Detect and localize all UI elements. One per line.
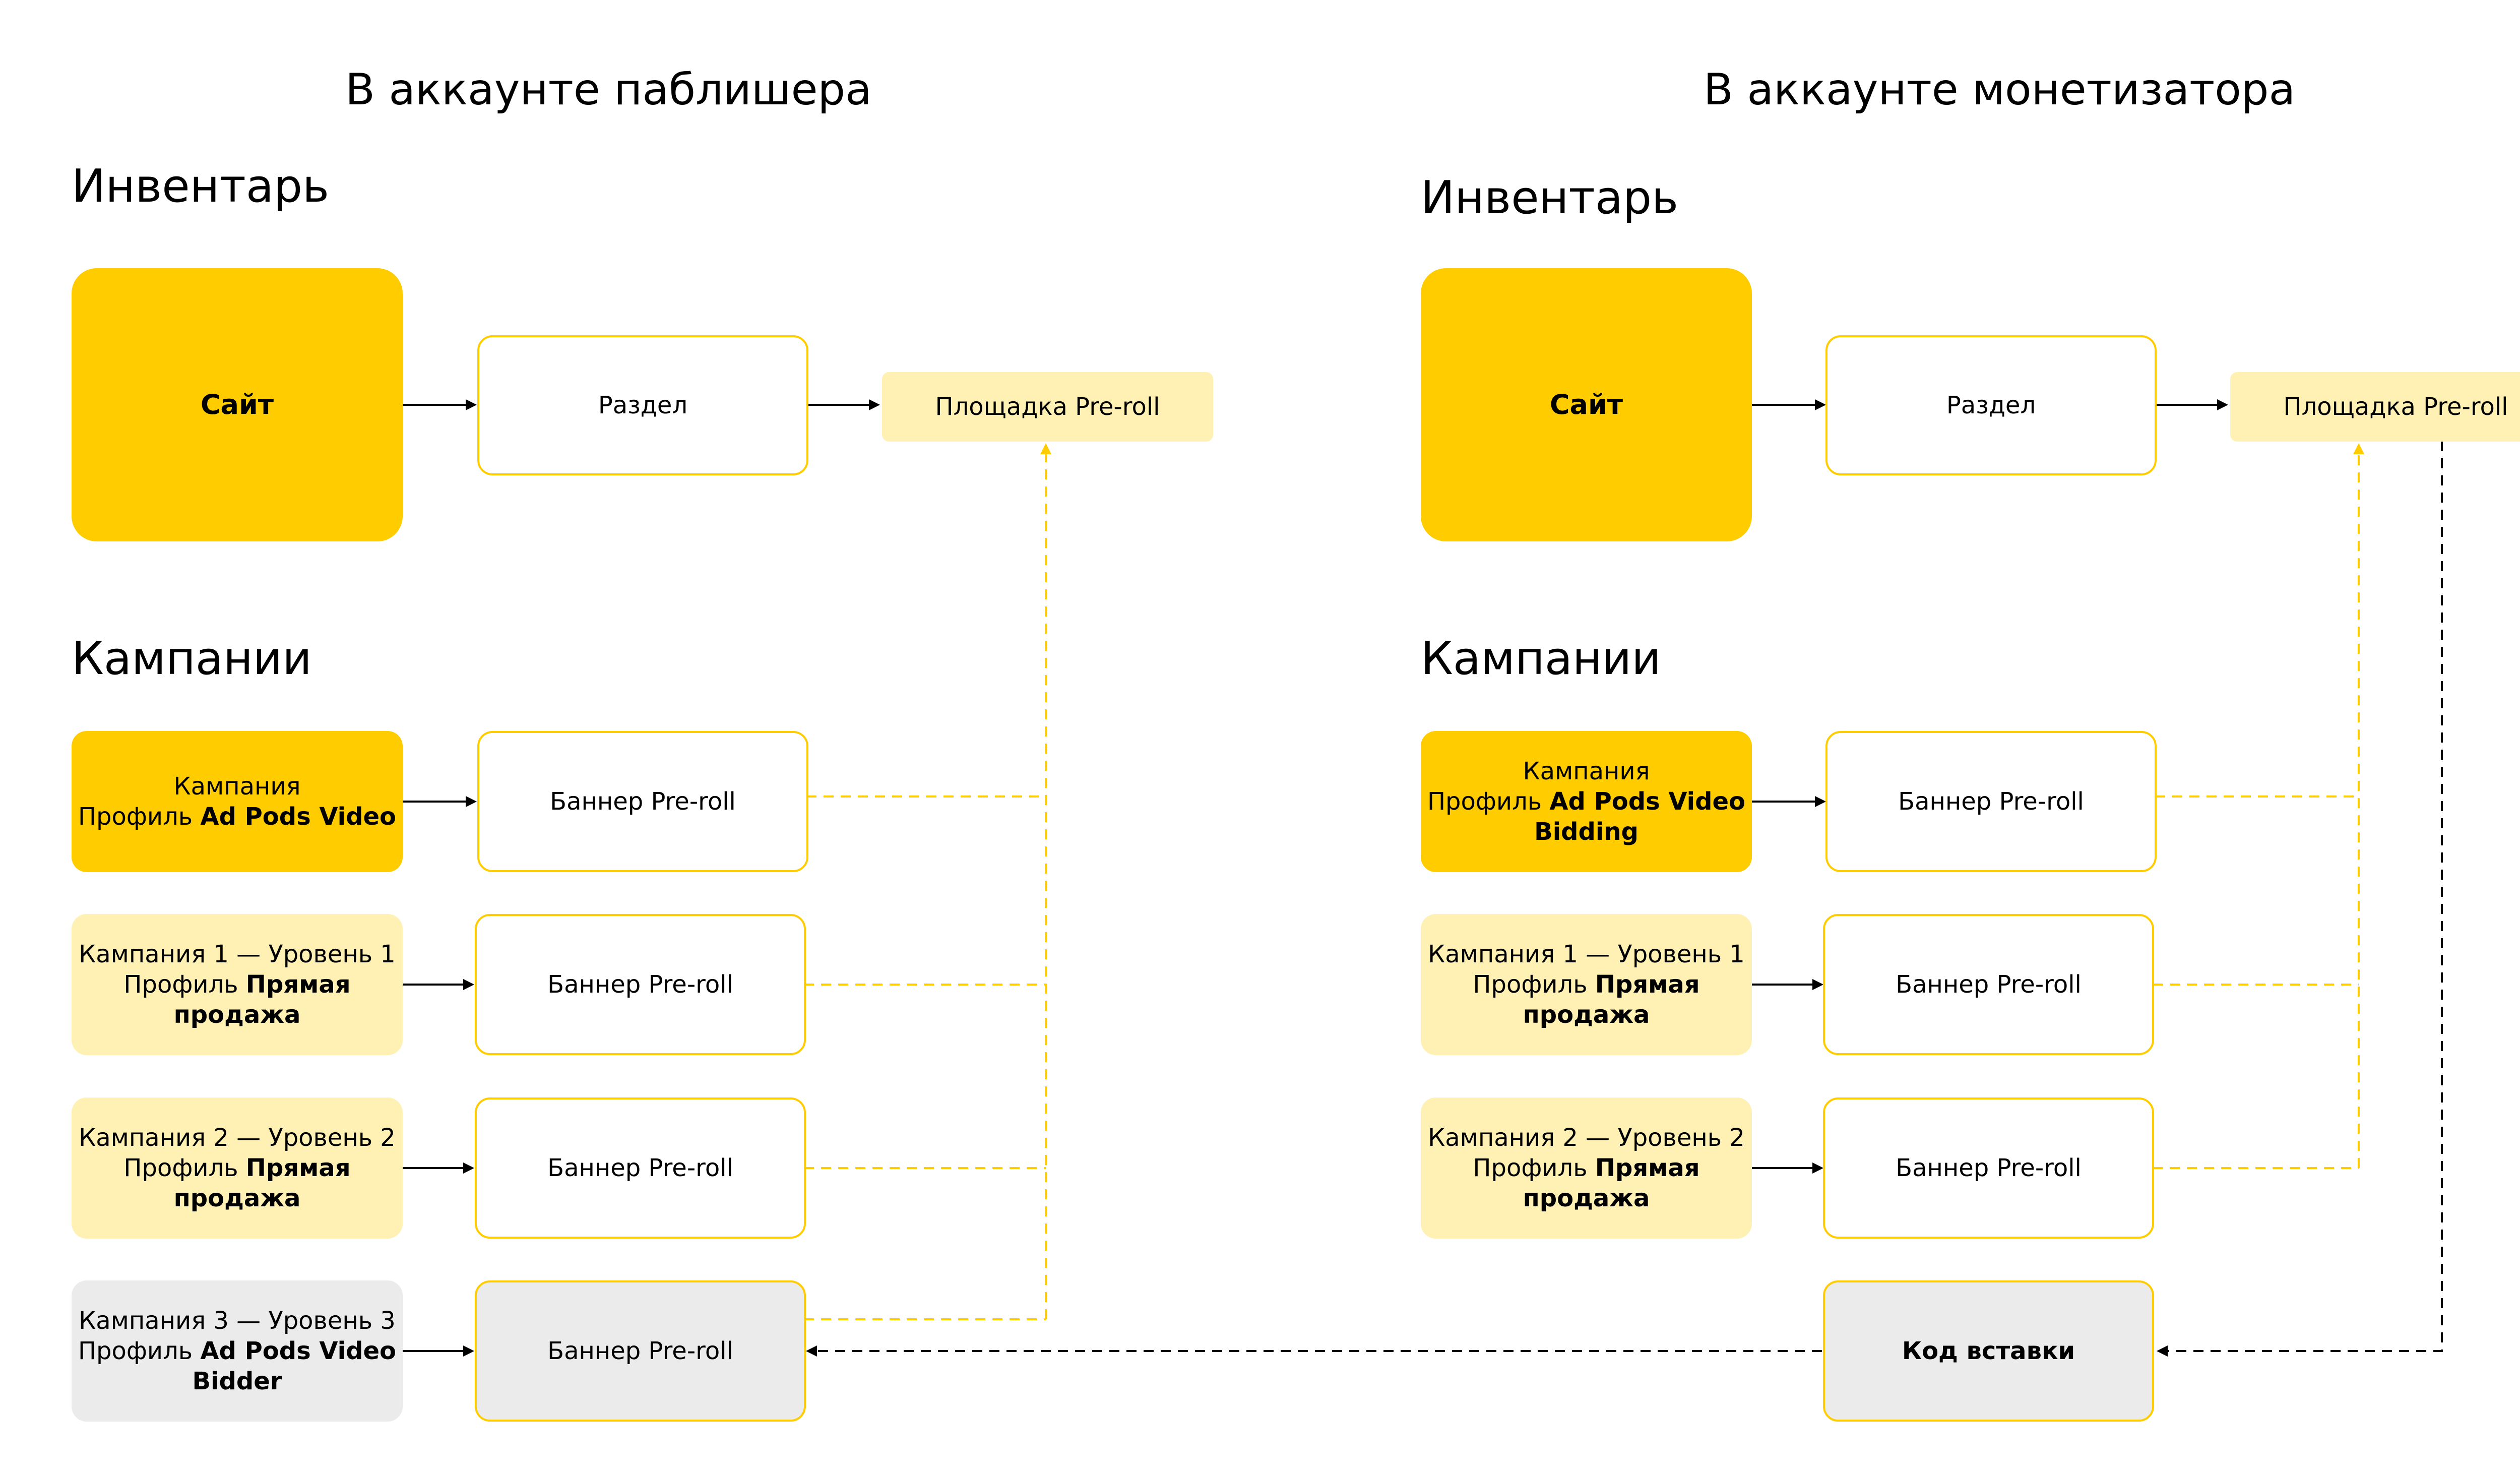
campaign-profile-cont: Bidding: [1534, 818, 1639, 846]
campaign-name: Кампания 2 — Уровень 2: [79, 1124, 396, 1152]
monetizer-campaign-node: Кампания Профиль Ad Pods Video Bidding: [1421, 731, 1752, 872]
campaign-profile: Профиль Прямая: [1473, 970, 1700, 999]
publisher-campaign-node: Кампания 1 — Уровень 1 Профиль Прямая пр…: [72, 914, 403, 1055]
dashed-placement-to-embed: [2157, 441, 2443, 1357]
campaign-profile-cont: продажа: [1523, 1184, 1650, 1212]
publisher-placement-node: Площадка Pre-roll: [882, 372, 1213, 442]
publisher-campaign-node: Кампания Профиль Ad Pods Video: [72, 731, 403, 872]
publisher-campaign-node: Кампания 3 — Уровень 3 Профиль Ad Pods V…: [72, 1280, 403, 1422]
campaign-profile-cont: Bidder: [192, 1367, 282, 1395]
campaign-profile: Профиль Прямая: [123, 1154, 351, 1182]
publisher-campaign-node: Кампания 2 — Уровень 2 Профиль Прямая пр…: [72, 1097, 403, 1239]
publisher-campaigns-heading: Кампании: [72, 632, 312, 685]
publisher-site-node: Сайт: [72, 268, 403, 541]
publisher-title: В аккаунте паблишера: [345, 65, 872, 115]
publisher-banner-node: Баннер Pre-roll: [475, 1280, 806, 1422]
publisher-inventory-heading: Инвентарь: [72, 160, 330, 213]
publisher-banner-node: Баннер Pre-roll: [475, 914, 806, 1055]
monetizer-placement-node: Площадка Pre-roll: [2230, 372, 2520, 442]
monetizer-banner-node: Баннер Pre-roll: [1823, 1097, 2154, 1239]
placement-label: Площадка Pre-roll: [2283, 393, 2508, 421]
publisher-section-node: Раздел: [477, 335, 808, 475]
campaign-name: Кампания: [173, 772, 301, 801]
section-label: Раздел: [1946, 391, 2036, 419]
campaign-profile: Профиль Ad Pods Video: [78, 1337, 397, 1365]
site-label: Сайт: [200, 389, 274, 420]
monetizer-campaign-node: Кампания 1 — Уровень 1 Профиль Прямая пр…: [1421, 914, 1752, 1055]
campaign-profile-cont: продажа: [173, 1001, 301, 1029]
banner-label: Баннер Pre-roll: [1896, 1154, 2082, 1182]
campaign-profile: Профиль Прямая: [1473, 1154, 1700, 1182]
campaign-profile-cont: продажа: [173, 1184, 301, 1212]
banner-label: Баннер Pre-roll: [550, 787, 736, 816]
banner-label: Баннер Pre-roll: [547, 970, 733, 999]
campaign-name: Кампания 1 — Уровень 1: [79, 940, 396, 968]
monetizer-campaign-node: Кампания 2 — Уровень 2 Профиль Прямая пр…: [1421, 1097, 1752, 1239]
monetizer-section-node: Раздел: [1825, 335, 2157, 475]
campaign-profile: Профиль Прямая: [123, 970, 351, 999]
publisher-banner-node: Баннер Pre-roll: [475, 1097, 806, 1239]
placement-label: Площадка Pre-roll: [935, 393, 1160, 421]
section-label: Раздел: [598, 391, 688, 419]
monetizer-banner-node: Баннер Pre-roll: [1825, 731, 2157, 872]
monetizer-campaigns-heading: Кампании: [1421, 632, 1661, 685]
embed-code-node: Код вставки: [1823, 1280, 2154, 1422]
banner-label: Баннер Pre-roll: [1896, 970, 2082, 999]
monetizer-banner-node: Баннер Pre-roll: [1823, 914, 2154, 1055]
campaign-name: Кампания 3 — Уровень 3: [79, 1307, 396, 1335]
banner-label: Баннер Pre-roll: [547, 1154, 733, 1182]
campaign-name: Кампания 2 — Уровень 2: [1428, 1124, 1745, 1152]
banner-label: Баннер Pre-roll: [1898, 787, 2084, 816]
campaign-name: Кампания 1 — Уровень 1: [1428, 940, 1745, 968]
banner-label: Баннер Pre-roll: [547, 1337, 733, 1365]
monetizer-title: В аккаунте монетизатора: [1704, 65, 2296, 115]
campaign-profile: Профиль Ad Pods Video: [78, 803, 397, 831]
campaign-profile-cont: продажа: [1523, 1001, 1650, 1029]
campaign-name: Кампания: [1523, 757, 1650, 785]
monetizer-site-node: Сайт: [1421, 268, 1752, 541]
campaign-profile: Профиль Ad Pods Video: [1427, 787, 1746, 816]
embed-code-label: Код вставки: [1902, 1337, 2075, 1365]
publisher-banner-node: Баннер Pre-roll: [477, 731, 808, 872]
monetizer-inventory-heading: Инвентарь: [1421, 171, 1679, 224]
site-label: Сайт: [1549, 389, 1623, 420]
